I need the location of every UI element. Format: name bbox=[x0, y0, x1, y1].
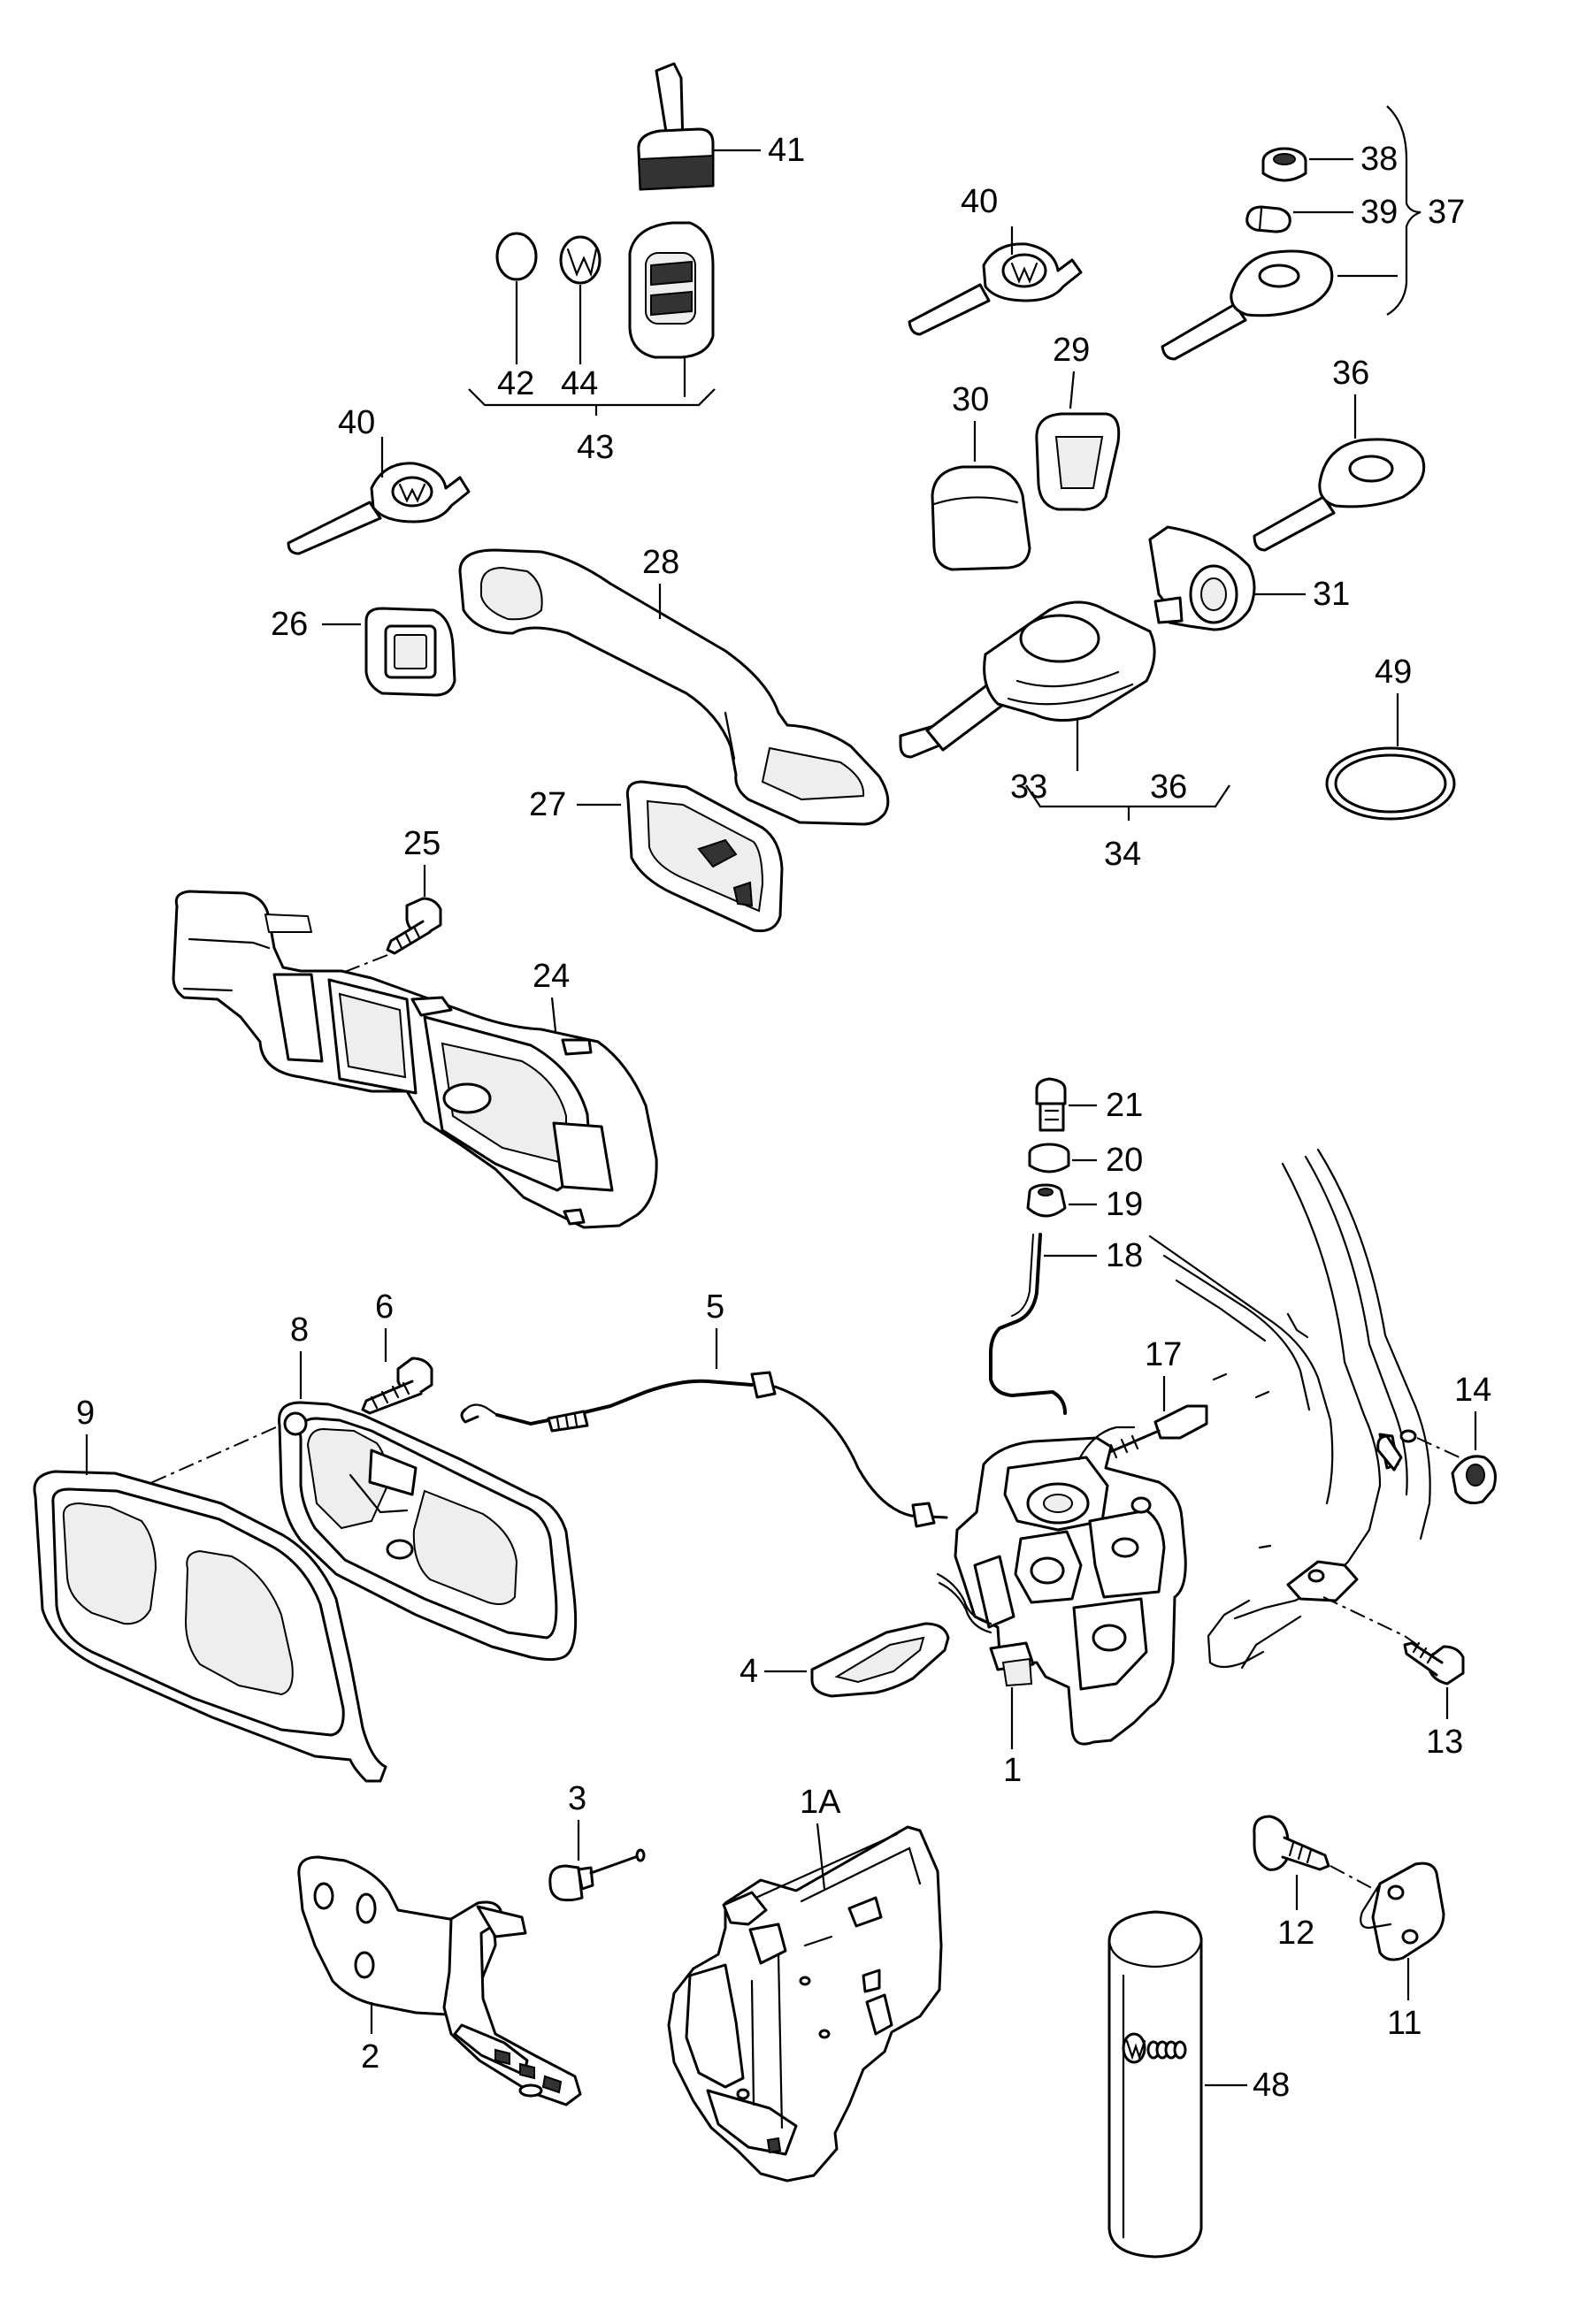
callout-1A: 1A bbox=[800, 1784, 841, 1821]
trim-part-9 bbox=[33, 1426, 387, 1783]
cap-part-29 bbox=[1035, 371, 1121, 511]
callout-30: 30 bbox=[952, 381, 989, 418]
callout-19: 19 bbox=[1106, 1186, 1143, 1223]
seal-part-26 bbox=[322, 607, 456, 697]
bracket-34 bbox=[1025, 784, 1230, 821]
rivet-part-3 bbox=[548, 1820, 646, 1902]
callout-8: 8 bbox=[290, 1311, 309, 1349]
screw-part-12 bbox=[1253, 1815, 1381, 1910]
key-with-light-part bbox=[1161, 249, 1398, 361]
handle-carrier-part-24 bbox=[172, 890, 658, 1229]
folding-key-part-40-left bbox=[287, 437, 471, 555]
callout-29: 29 bbox=[1053, 332, 1090, 369]
cap-part-30 bbox=[931, 421, 1031, 571]
cable-part-5 bbox=[460, 1328, 948, 1528]
callout-28: 28 bbox=[642, 544, 679, 581]
trim-part-8 bbox=[278, 1351, 578, 1662]
screw-part-25 bbox=[337, 865, 442, 975]
callout-42: 42 bbox=[497, 365, 534, 402]
callout-31: 31 bbox=[1313, 576, 1350, 613]
remote-key-blade-part-41 bbox=[637, 62, 761, 191]
callout-38: 38 bbox=[1360, 141, 1398, 178]
door-frame-part bbox=[1148, 1148, 1460, 1670]
callout-18: 18 bbox=[1106, 1237, 1143, 1274]
callout-41: 41 bbox=[768, 132, 805, 169]
door-lock-part-1 bbox=[936, 1426, 1187, 1749]
lock-carrier-part-1A bbox=[667, 1823, 943, 2183]
callout-17: 17 bbox=[1145, 1336, 1182, 1373]
callout-48: 48 bbox=[1253, 2067, 1290, 2104]
callout-9: 9 bbox=[76, 1395, 95, 1432]
remote-key-housing-part bbox=[628, 221, 715, 398]
callout-25: 25 bbox=[403, 825, 441, 862]
washer-part-20 bbox=[1028, 1143, 1097, 1173]
striker-part-11 bbox=[1360, 1861, 1445, 2000]
lock-cylinder-part-33 bbox=[899, 600, 1156, 771]
grommet-part-14 bbox=[1451, 1411, 1497, 1505]
callout-36-lower: 36 bbox=[1150, 768, 1187, 806]
grommet-part-19 bbox=[1026, 1183, 1097, 1218]
o-ring-part-49 bbox=[1325, 693, 1456, 821]
bulb-part-39 bbox=[1245, 205, 1353, 233]
callout-20: 20 bbox=[1106, 1142, 1143, 1179]
bracket-43 bbox=[468, 388, 716, 416]
callout-21: 21 bbox=[1106, 1087, 1143, 1124]
bracket-part-2 bbox=[297, 1855, 582, 2106]
screw-part-13 bbox=[1403, 1641, 1465, 1719]
cap-part-38 bbox=[1261, 147, 1353, 182]
screw-part-6 bbox=[361, 1328, 433, 1415]
callout-13: 13 bbox=[1426, 1724, 1463, 1761]
callout-14: 14 bbox=[1454, 1372, 1491, 1409]
seal-part-27 bbox=[577, 780, 784, 933]
callout-1: 1 bbox=[1003, 1752, 1022, 1789]
callout-26: 26 bbox=[271, 606, 308, 643]
callout-37: 37 bbox=[1428, 194, 1465, 231]
bracket-37 bbox=[1386, 105, 1422, 316]
bracket-part-31 bbox=[1148, 525, 1306, 631]
callout-27: 27 bbox=[529, 786, 566, 823]
callout-36-upper: 36 bbox=[1332, 355, 1369, 392]
callout-12: 12 bbox=[1277, 1915, 1314, 1952]
callout-5: 5 bbox=[706, 1288, 724, 1326]
carrier-tab-part bbox=[264, 914, 312, 933]
callout-4: 4 bbox=[740, 1653, 758, 1690]
screw-part-21 bbox=[1035, 1077, 1097, 1132]
callout-34: 34 bbox=[1104, 836, 1141, 873]
callout-40-left: 40 bbox=[338, 404, 375, 441]
callout-3: 3 bbox=[568, 1780, 586, 1817]
rod-part-18 bbox=[989, 1233, 1097, 1415]
callout-40-right: 40 bbox=[961, 183, 998, 220]
pad-part-4 bbox=[764, 1622, 950, 1698]
callout-39: 39 bbox=[1360, 194, 1398, 231]
door-handle-part-28 bbox=[458, 548, 890, 826]
callout-24: 24 bbox=[533, 958, 570, 995]
callout-6: 6 bbox=[375, 1288, 394, 1326]
callout-49: 49 bbox=[1375, 654, 1412, 691]
callout-43: 43 bbox=[577, 429, 614, 466]
callout-33: 33 bbox=[1010, 768, 1047, 806]
callout-44: 44 bbox=[561, 365, 598, 402]
callout-11: 11 bbox=[1387, 2005, 1422, 2042]
spray-can-part-48 bbox=[1107, 1910, 1247, 2259]
folding-key-part-40-right bbox=[908, 226, 1083, 336]
callout-2: 2 bbox=[361, 2038, 379, 2076]
o-ring-part-42 bbox=[495, 232, 538, 364]
vw-emblem-part-44 bbox=[559, 235, 602, 364]
switch-part-17 bbox=[1104, 1376, 1208, 1459]
key-part-36-upper bbox=[1253, 394, 1426, 552]
